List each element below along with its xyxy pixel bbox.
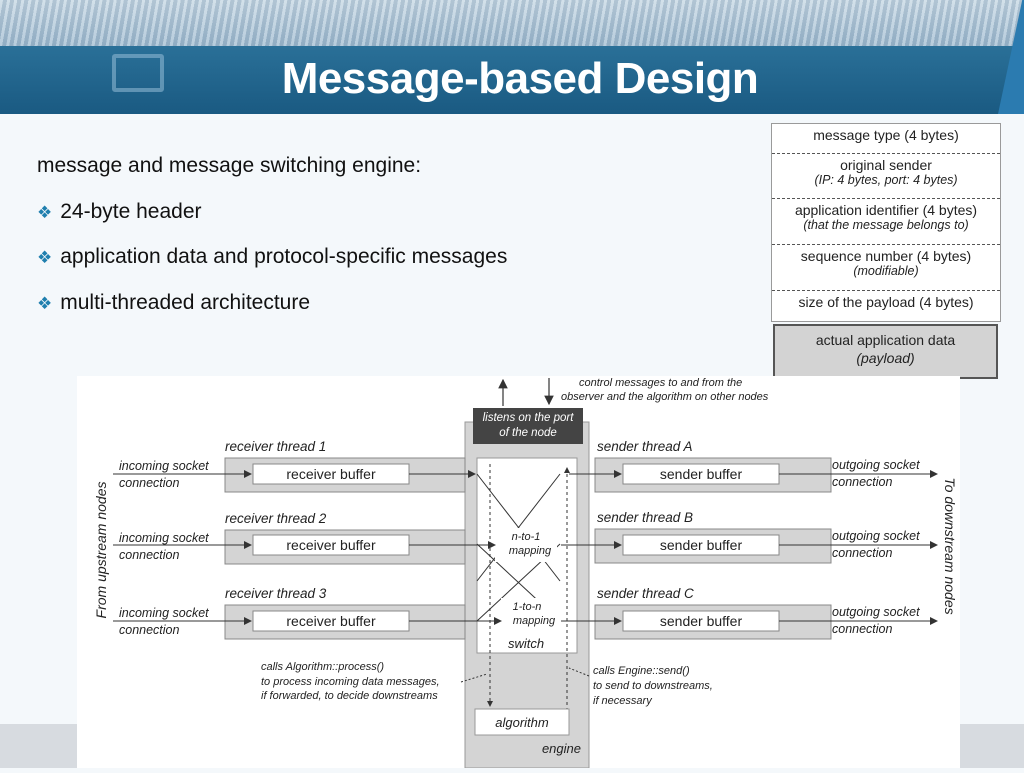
sender-thread-a: sender thread A sender buffer (569, 439, 938, 493)
diamond-bullet-icon: ❖ (37, 248, 53, 267)
sender-thread-c: sender thread C sender buffer (561, 586, 938, 640)
incoming-label: connection (119, 476, 180, 490)
outgoing-label: outgoing socket (832, 605, 920, 619)
header-row: original sender(IP: 4 bytes, port: 4 byt… (772, 154, 1000, 199)
send-note: to send to downstreams, (593, 680, 713, 692)
receiver-buffer-label: receiver buffer (286, 537, 376, 553)
incoming-socket-1: incoming socket connection (113, 459, 252, 490)
engine-diagram-svg: listens on the port of the node control … (93, 377, 958, 769)
banner-band (0, 46, 1024, 114)
incoming-label: incoming socket (119, 531, 209, 545)
receiver-buffer-label: receiver buffer (286, 613, 376, 629)
incoming-socket-3: incoming socket connection (113, 606, 252, 637)
outgoing-label: connection (832, 622, 893, 636)
bullet-item: ❖application data and protocol-specific … (37, 245, 508, 268)
computer-icon (112, 54, 164, 92)
receiver-thread-name: receiver thread 1 (225, 439, 326, 454)
diamond-bullet-icon: ❖ (37, 203, 53, 222)
process-note-pointer (460, 673, 488, 683)
sender-buffer-label: sender buffer (660, 466, 743, 482)
outgoing-label: connection (832, 546, 893, 560)
slide-title: Message-based Design (281, 54, 759, 103)
header-row: size of the payload (4 bytes) (798, 294, 974, 310)
sender-thread-name: sender thread A (597, 439, 693, 454)
receiver-thread-name: receiver thread 3 (225, 586, 327, 601)
algorithm-label: algorithm (495, 715, 549, 730)
control-note: control messages to and from the (579, 377, 742, 389)
listen-box (473, 408, 583, 444)
incoming-label: incoming socket (119, 459, 209, 473)
incoming-label: connection (119, 548, 180, 562)
send-note: if necessary (593, 695, 653, 707)
n-to-1-mapping-box (495, 528, 557, 562)
sender-buffer-label: sender buffer (660, 537, 743, 553)
receiver-thread-2: receiver thread 2 receiver buffer (224, 511, 496, 565)
bullet-item: ❖24-byte header (37, 200, 202, 223)
header-row: application identifier (4 bytes)(that th… (772, 199, 1000, 245)
sender-buffer-label: sender buffer (660, 613, 743, 629)
header-row: sequence number (4 bytes)(modifiable) (772, 245, 1000, 291)
left-side-label: From upstream nodes (93, 482, 109, 619)
message-header-table: message type (4 bytes) original sender(I… (771, 123, 1001, 322)
outgoing-label: outgoing socket (832, 458, 920, 472)
title-banner: Message-based Design (0, 0, 1024, 114)
process-note: to process incoming data messages, (261, 676, 440, 688)
sender-thread-b: sender thread B sender buffer (561, 510, 938, 564)
receiver-thread-1: receiver thread 1 receiver buffer (224, 439, 476, 493)
intro-text: message and message switching engine: (37, 154, 422, 177)
diamond-bullet-icon: ❖ (37, 294, 53, 313)
n-to-1-label: n-to-1 (512, 531, 541, 543)
listen-box-label: of the node (499, 427, 557, 439)
header-row: message type (4 bytes) (772, 124, 1000, 154)
switch-cross-line (476, 473, 561, 582)
bullet-item: ❖multi-threaded architecture (37, 291, 311, 314)
process-note: if forwarded, to decide downstreams (261, 690, 438, 702)
1-to-n-mapping-box (501, 598, 561, 632)
send-note: calls Engine::send() (593, 665, 690, 677)
sender-thread-name: sender thread C (597, 586, 694, 601)
payload-box: actual application data (payload) (773, 324, 998, 379)
incoming-label: incoming socket (119, 606, 209, 620)
sender-thread-name: sender thread B (597, 510, 693, 525)
algorithm-box (474, 708, 570, 736)
receiver-thread-name: receiver thread 2 (225, 511, 327, 526)
process-note: calls Algorithm::process() (261, 661, 384, 673)
banner-map-texture (0, 0, 1024, 46)
control-note: observer and the algorithm on other node… (561, 391, 769, 403)
receiver-buffer-label: receiver buffer (286, 466, 376, 482)
outgoing-label: outgoing socket (832, 529, 920, 543)
incoming-label: connection (119, 623, 180, 637)
outgoing-label: connection (832, 475, 893, 489)
switch-label: switch (508, 636, 544, 651)
incoming-socket-2: incoming socket connection (113, 531, 252, 562)
send-note-pointer (568, 667, 590, 677)
receiver-thread-3: receiver thread 3 receiver buffer (224, 586, 502, 640)
engine-label: engine (542, 741, 581, 756)
outgoing-labels: outgoing socket connection outgoing sock… (832, 458, 920, 636)
listen-box-label: listens on the port (483, 412, 575, 424)
right-side-label: To downstream nodes (942, 477, 958, 614)
1-to-n-label: 1-to-n (513, 601, 542, 613)
engine-diagram: listens on the port of the node control … (77, 376, 960, 769)
1-to-n-label: mapping (513, 615, 556, 627)
n-to-1-label: mapping (509, 545, 552, 557)
